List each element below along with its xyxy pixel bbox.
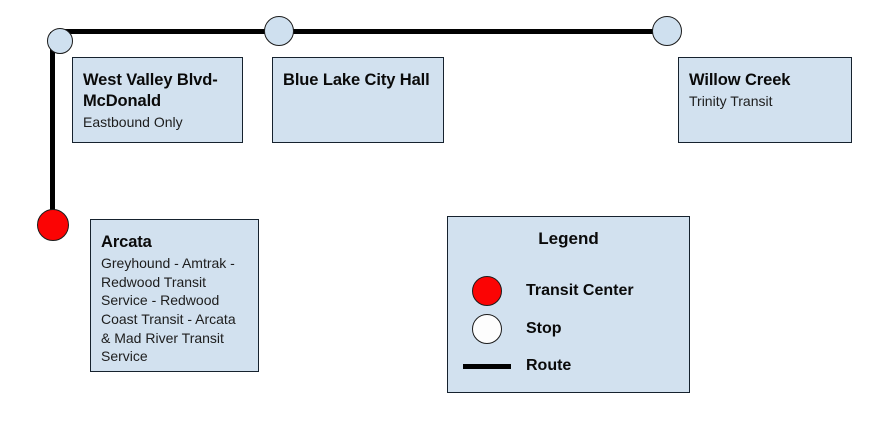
station-subtitle: Trinity Transit [689, 93, 773, 110]
station-title: Willow Creek [689, 71, 791, 89]
route-segment-horizontal [56, 29, 672, 34]
legend-item-label: Stop [526, 320, 562, 337]
legend-title: Legend [538, 229, 599, 248]
station-subtitle: Eastbound Only [83, 114, 183, 131]
stop-circle-icon [472, 314, 502, 344]
route-line-icon [463, 363, 511, 369]
station-node-willow-creek[interactable] [652, 16, 682, 46]
station-title: West Valley Blvd-McDonald [83, 71, 218, 111]
station-label-box-willow-creek: Willow Creek Trinity Transit [678, 57, 852, 143]
station-label-box-west-valley-blvd-mcdonald: West Valley Blvd-McDonald Eastbound Only [72, 57, 243, 143]
legend-swatch-wrapper [448, 363, 526, 369]
station-node-blue-lake-city-hall[interactable] [264, 16, 294, 46]
transit-center-circle-icon [472, 276, 502, 306]
route-segment-vertical [50, 32, 55, 224]
legend-item-transit-center: Transit Center [448, 274, 689, 308]
legend-swatch-wrapper [448, 276, 526, 306]
legend-item-route: Route [448, 349, 689, 383]
station-title: Arcata [101, 233, 152, 251]
station-node-west-valley-blvd-mcdonald[interactable] [47, 28, 73, 54]
station-subtitle: Greyhound - Amtrak - Redwood Transit Ser… [101, 255, 236, 365]
legend-item-stop: Stop [448, 312, 689, 346]
station-label-box-blue-lake-city-hall: Blue Lake City Hall [272, 57, 444, 143]
legend-item-label: Route [526, 357, 572, 374]
station-node-arcata[interactable] [37, 209, 69, 241]
station-title: Blue Lake City Hall [283, 71, 430, 89]
legend-swatch-wrapper [448, 314, 526, 344]
legend-panel: Legend Transit Center Stop Route [447, 216, 690, 393]
legend-item-label: Transit Center [526, 282, 634, 299]
station-label-box-arcata: Arcata Greyhound - Amtrak - Redwood Tran… [90, 219, 259, 372]
